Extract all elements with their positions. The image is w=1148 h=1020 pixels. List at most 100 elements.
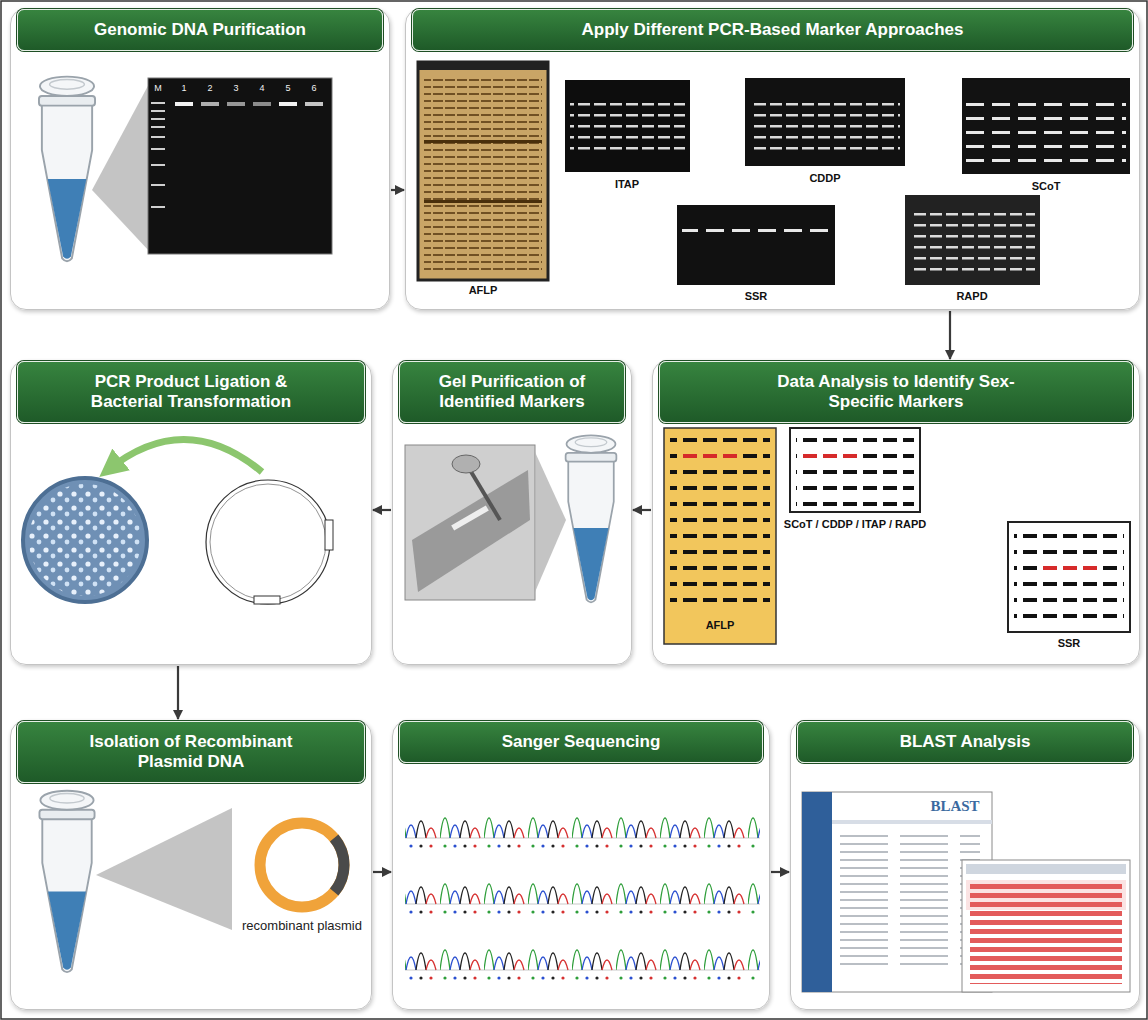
chromatogram — [405, 788, 760, 1000]
label-holder: BLAST — [930, 798, 979, 815]
ssr-gel — [677, 205, 835, 285]
header-band: Gel Purification of Identified Markers — [399, 361, 625, 423]
marker-label: SSR — [1058, 637, 1081, 650]
lane-label: 4 — [259, 83, 264, 94]
recombinant-plasmid — [260, 823, 344, 907]
header-band: Data Analysis to Identify Sex-Specific M… — [659, 361, 1133, 423]
header-band: Sanger Sequencing — [399, 721, 763, 763]
label-holder: recombinant plasmid — [242, 918, 362, 933]
flow-arrow — [633, 509, 651, 511]
scot-gel — [962, 78, 1130, 174]
marker-label: RAPD — [956, 290, 987, 303]
blast-screenshot — [802, 792, 832, 992]
blast-screenshot — [970, 884, 1122, 984]
rapd-gel — [905, 195, 1040, 285]
aflp-gel — [424, 200, 542, 203]
aflp-gel — [424, 140, 542, 143]
lane-label: 5 — [285, 83, 290, 94]
gel-cut-photo — [412, 470, 530, 592]
plasmid-label: recombinant plasmid — [242, 918, 362, 933]
scot-gel — [962, 78, 1130, 174]
aflp-gel — [418, 62, 548, 70]
flow-arrow — [771, 871, 789, 873]
cddp-gel — [745, 78, 905, 166]
label-holder: CDDP — [809, 172, 840, 185]
label-holder: AFLP — [469, 284, 498, 297]
label-holder: 3 — [233, 83, 238, 94]
header-band: BLAST Analysis — [797, 721, 1133, 763]
recombinant-plasmid — [260, 823, 344, 907]
plasmid-map — [254, 596, 280, 604]
dna-gel-illustration — [279, 102, 297, 106]
panel-heading: BLAST Analysis — [806, 732, 1124, 752]
gel-cut-photo — [405, 445, 535, 600]
chromatogram — [405, 788, 760, 1000]
ssr-scheme — [1008, 522, 1130, 632]
dna-gel-illustration — [151, 148, 165, 150]
gel-cut-photo — [451, 505, 489, 530]
itap-gel — [565, 80, 690, 172]
ssr-gel — [677, 205, 835, 285]
dna-gel-illustration — [201, 102, 219, 106]
gel-cut-photo — [452, 455, 480, 473]
dna-gel-illustration — [227, 102, 245, 106]
scot-gel — [966, 92, 1126, 164]
rapd-gel — [905, 195, 1040, 285]
dna-gel-illustration — [151, 136, 165, 138]
aflp-scheme — [683, 454, 697, 458]
label-holder: SSR — [745, 290, 768, 303]
label-holder: RAPD — [956, 290, 987, 303]
dna-gel-illustration — [39, 77, 95, 262]
aflp-gel — [418, 62, 548, 280]
cddp-gel — [745, 78, 905, 166]
header-band: PCR Product Ligation & Bacterial Transfo… — [17, 361, 365, 423]
process-panel: Isolation of Recombinant Plasmid DNA — [10, 720, 372, 1010]
dna-gel-illustration — [151, 118, 165, 120]
lane-label: 6 — [311, 83, 316, 94]
panel-heading: Isolation of Recombinant Plasmid DNA — [61, 732, 321, 772]
marker-label: SCoT / CDDP / ITAP / RAPD — [784, 518, 926, 531]
dna-gel-illustration — [151, 206, 165, 208]
recombinant-plasmid — [334, 838, 344, 892]
chromatogram — [405, 792, 760, 990]
plasmid-map — [325, 520, 333, 550]
aflp-scheme — [664, 428, 776, 644]
ssr-scheme — [1014, 528, 1124, 626]
flow-arrow — [391, 189, 404, 191]
dna-gel-illustration — [92, 82, 150, 252]
flow-arrow — [949, 311, 951, 359]
gel-cut-photo — [470, 470, 500, 520]
dna-gel-illustration — [253, 102, 271, 106]
blast-screenshot — [962, 860, 1130, 992]
ssr-scheme — [1008, 522, 1130, 632]
ssr-scheme — [1083, 566, 1097, 570]
dna-gel-illustration — [151, 164, 165, 166]
aflp-scheme — [723, 454, 737, 458]
plasmid-tube — [39, 791, 232, 972]
header-band: Genomic DNA Purification — [17, 9, 383, 51]
transfer-arrow — [108, 439, 262, 472]
panel-heading: Sanger Sequencing — [411, 732, 751, 752]
petri-dish — [29, 484, 141, 596]
label-holder: SSR — [1058, 637, 1081, 650]
marker-label: ITAP — [615, 178, 639, 191]
petri-dish — [23, 478, 147, 602]
process-panel: Gel Purification of Identified Markers — [392, 360, 632, 665]
itap-gel — [565, 80, 690, 172]
label-holder: 5 — [285, 83, 290, 94]
ssr-scheme — [1063, 566, 1077, 570]
blast-screenshot — [966, 864, 1126, 874]
label-holder: 4 — [259, 83, 264, 94]
process-panel: Sanger Sequencing — [392, 720, 770, 1010]
process-panel: BLAST Analysis — [790, 720, 1140, 1010]
marker-label: AFLP — [706, 619, 735, 632]
label-holder: 1 — [181, 83, 186, 94]
purified-tube — [535, 435, 616, 602]
dna-gel-illustration — [305, 102, 323, 106]
flow-arrow — [373, 509, 391, 511]
cddp-gel — [750, 96, 900, 156]
label-holder: M — [154, 83, 162, 94]
